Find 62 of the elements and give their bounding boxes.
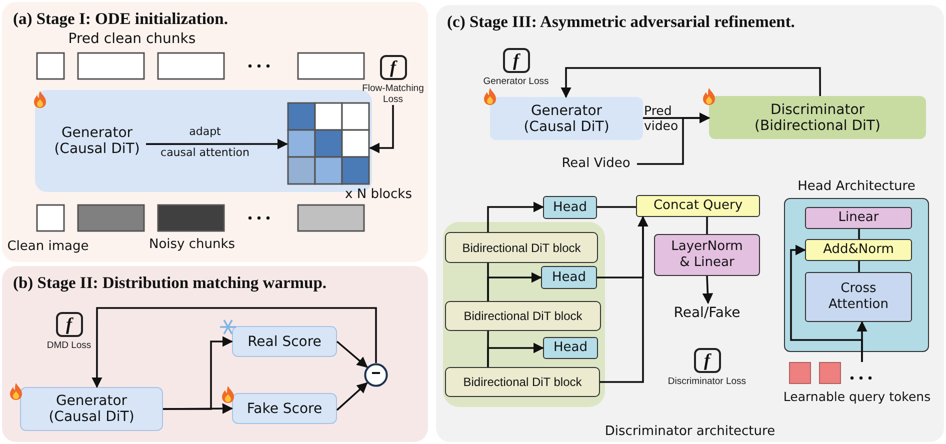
loss-label: Flow-Matching Loss — [361, 83, 425, 105]
arrow — [702, 276, 714, 304]
section-caption: Discriminator architecture — [604, 423, 776, 441]
annotation-label: adapt — [188, 124, 222, 139]
loss-label: Discriminator Loss — [666, 376, 748, 387]
arrow — [92, 307, 377, 388]
discriminator-region — [443, 222, 605, 407]
arrow — [790, 244, 863, 362]
arrow — [600, 216, 648, 383]
panel-title: (a) Stage I: ODE initialization. — [13, 9, 228, 29]
dit-block: Bidirectional DiT block — [445, 301, 601, 331]
layernorm-box: LayerNorm & Linear — [654, 234, 760, 276]
score-box: Real Score — [232, 326, 337, 357]
cross-attention-box: Cross Attention — [805, 272, 912, 322]
arrow — [336, 382, 368, 411]
arrow — [487, 342, 544, 367]
discriminator-box: Discriminator (Bidirectional DiT) — [709, 96, 926, 139]
function-box: f — [56, 312, 82, 337]
chunk-label: Clean image — [6, 238, 90, 256]
edge-label: Pred video — [644, 103, 680, 133]
repeat-label: x N blocks — [344, 186, 413, 204]
arrow — [336, 340, 368, 368]
generator-label: Generator (Causal DiT) — [48, 122, 146, 160]
arrow — [637, 112, 710, 165]
section-heading: Head Architecture — [796, 178, 916, 196]
stage-panel — [2, 266, 428, 442]
generator-box: Generator (Causal DiT) — [20, 387, 163, 431]
head-box: Head — [541, 266, 597, 289]
attention-grid — [287, 102, 370, 185]
connector-line — [858, 229, 860, 239]
arrow — [487, 202, 544, 232]
arrow — [146, 138, 288, 150]
add-norm-box: Add&Norm — [805, 239, 912, 261]
token-label: Learnable query tokens — [782, 388, 932, 406]
stage-panel — [436, 5, 944, 442]
loss-label: DMD Loss — [46, 340, 92, 351]
generator-box: Generator (Causal DiT) — [490, 97, 643, 140]
connector-line — [706, 217, 708, 234]
dit-block: Bidirectional DiT block — [445, 367, 600, 397]
section-caption: Pred clean chunks — [67, 30, 197, 48]
function-box: f — [694, 348, 720, 373]
connector-line — [858, 261, 860, 272]
output-label: Real/Fake — [668, 303, 746, 323]
head-box: Head — [543, 337, 598, 359]
panel-title: (c) Stage III: Asymmetric adversarial refinement. — [447, 12, 795, 32]
arrow — [368, 105, 394, 154]
loss-label: Generator Loss — [482, 76, 550, 87]
function-box: f — [502, 48, 530, 73]
arrow — [487, 272, 542, 301]
concat-query-box: Concat Query — [636, 195, 760, 217]
function-box: f — [380, 55, 406, 80]
dit-block: Bidirectional DiT block — [445, 232, 598, 263]
chunk-label: Noisy chunks — [148, 236, 236, 254]
score-box: Fake Score — [232, 393, 337, 424]
annotation-label: causal attention — [160, 145, 250, 160]
connector-line — [597, 206, 636, 208]
panel-title: (b) Stage II: Distribution matching warmup. — [13, 273, 327, 293]
head-box: Head — [543, 196, 597, 219]
linear-box: Linear — [805, 207, 912, 229]
input-label: Real Video — [555, 155, 637, 173]
arrow — [163, 403, 234, 414]
arrow — [560, 67, 821, 98]
